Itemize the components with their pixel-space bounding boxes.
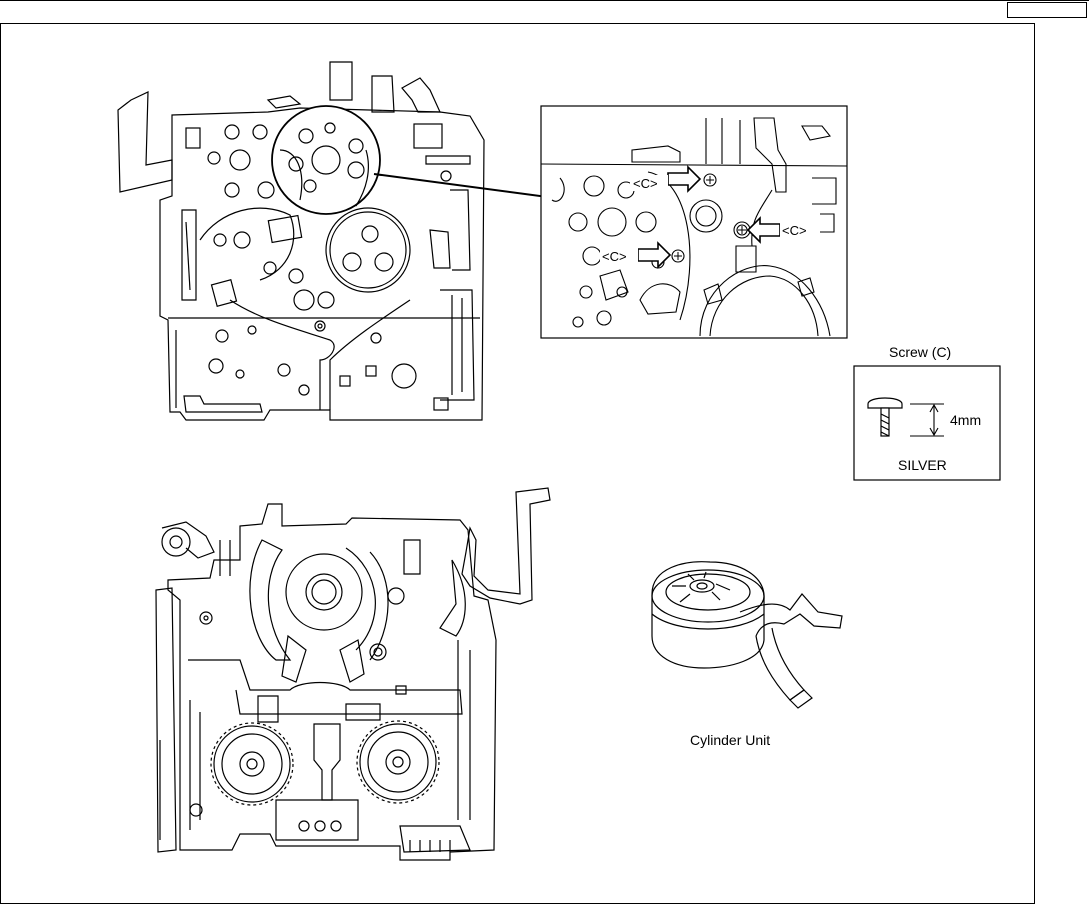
callout-c-top: <C> bbox=[633, 176, 658, 191]
screw-color: SILVER bbox=[898, 457, 947, 473]
detail-inset: <C> <C> <C> bbox=[541, 106, 847, 338]
screw-length: 4mm bbox=[950, 412, 981, 428]
cylinder-unit-label: Cylinder Unit bbox=[690, 732, 770, 748]
screw-box-title: Screw (C) bbox=[889, 344, 951, 360]
lower-mechanism-view bbox=[156, 488, 550, 860]
callout-c-right: <C> bbox=[782, 223, 807, 238]
screw-spec-box: 4mm SILVER bbox=[854, 366, 1000, 480]
upper-mechanism-view bbox=[118, 62, 484, 420]
callout-c-bottom: <C> bbox=[602, 249, 627, 264]
cylinder-unit-illustration bbox=[652, 562, 842, 708]
